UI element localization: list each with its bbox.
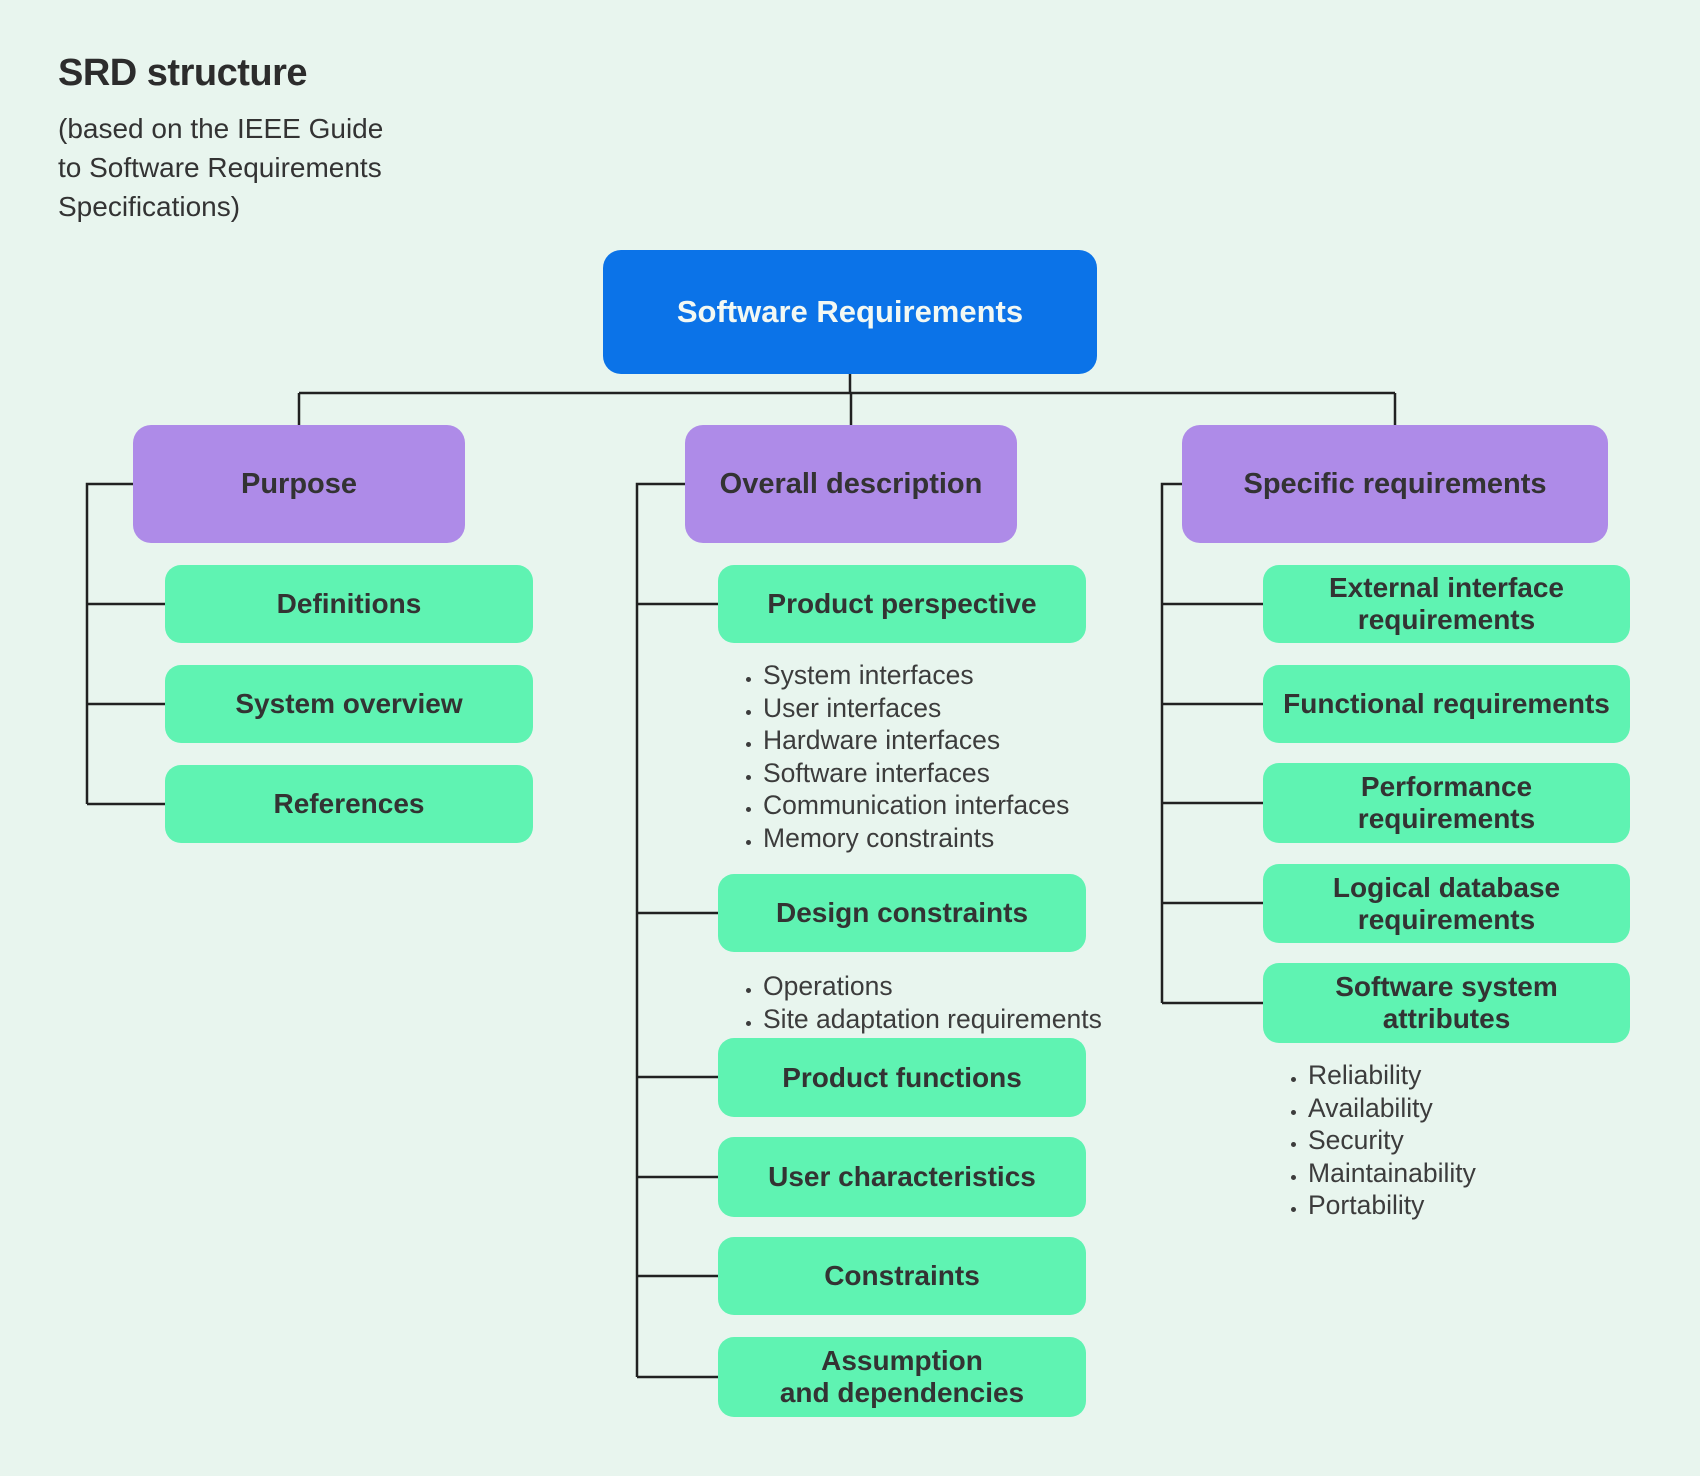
node-label: External interface requirements: [1329, 572, 1564, 635]
bullet-item: User interfaces: [763, 692, 1118, 725]
node-label: Product functions: [782, 1061, 1022, 1093]
node-software-requirements: Software Requirements: [603, 250, 1097, 374]
bullet-item: Security: [1308, 1124, 1663, 1157]
bullet-item: Memory constraints: [763, 822, 1118, 855]
design-constraints-bullet-list: Operations Site adaptation requirements: [718, 970, 1118, 1035]
node-performance-requirements: Performance requirements: [1263, 763, 1630, 843]
node-label: Overall description: [719, 467, 983, 500]
node-references: References: [165, 765, 533, 843]
title-block: SRD structure (based on the IEEE Guide t…: [58, 52, 383, 226]
bullet-item: Portability: [1308, 1189, 1663, 1222]
node-product-perspective: Product perspective: [718, 565, 1086, 643]
bullet-item: Reliability: [1308, 1059, 1663, 1092]
node-user-characteristics: User characteristics: [718, 1137, 1086, 1217]
node-label: Assumption and dependencies: [779, 1345, 1025, 1408]
bullet-item: Communication interfaces: [763, 789, 1118, 822]
bullet-item: System interfaces: [763, 659, 1118, 692]
bullet-item: Hardware interfaces: [763, 724, 1118, 757]
bullet-item: Maintainability: [1308, 1157, 1663, 1190]
bullet-item: Operations: [763, 970, 1118, 1003]
connector-root-branches: [297, 374, 1397, 425]
node-label: User characteristics: [768, 1161, 1036, 1193]
connector-specific-column: [1160, 482, 1263, 1005]
page-subtitle: (based on the IEEE Guide to Software Req…: [58, 113, 384, 222]
node-external-interface-requirements: External interface requirements: [1263, 565, 1630, 643]
page-title: SRD structure: [58, 52, 308, 94]
node-label: System overview: [235, 688, 463, 720]
node-label: Functional requirements: [1283, 688, 1610, 720]
bullet-item: Software interfaces: [763, 757, 1118, 790]
node-label: Performance requirements: [1357, 771, 1536, 834]
bullet-item: Availability: [1308, 1092, 1663, 1125]
node-label: Specific requirements: [1243, 467, 1547, 500]
product-perspective-bullet-list: System interfaces User interfaces Hardwa…: [718, 659, 1118, 855]
node-constraints: Constraints: [718, 1237, 1086, 1315]
node-label: Design constraints: [775, 897, 1029, 929]
node-label: Software Requirements: [676, 294, 1024, 329]
node-assumption-and-dependencies: Assumption and dependencies: [718, 1337, 1086, 1417]
node-overall-description: Overall description: [685, 425, 1017, 543]
node-design-constraints: Design constraints: [718, 874, 1086, 952]
node-software-system-attributes: Software system attributes: [1263, 963, 1630, 1043]
node-product-functions: Product functions: [718, 1038, 1086, 1117]
software-system-attributes-bullet-list: Reliability Availability Security Mainta…: [1263, 1059, 1663, 1222]
bullet-item: Site adaptation requirements: [763, 1003, 1118, 1036]
node-functional-requirements: Functional requirements: [1263, 665, 1630, 743]
node-definitions: Definitions: [165, 565, 533, 643]
node-specific-requirements: Specific requirements: [1182, 425, 1608, 543]
node-logical-database-requirements: Logical database requirements: [1263, 864, 1630, 943]
connector-purpose-column: [85, 482, 165, 806]
node-label: Product perspective: [767, 588, 1037, 620]
node-label: Purpose: [240, 467, 358, 500]
node-system-overview: System overview: [165, 665, 533, 743]
node-purpose: Purpose: [133, 425, 465, 543]
node-label: Definitions: [276, 588, 422, 620]
node-label: Logical database requirements: [1332, 871, 1561, 935]
node-label: References: [273, 788, 425, 820]
connector-overall-column: [635, 482, 718, 1379]
node-label: Software system attributes: [1335, 971, 1558, 1034]
node-label: Constraints: [824, 1260, 980, 1292]
